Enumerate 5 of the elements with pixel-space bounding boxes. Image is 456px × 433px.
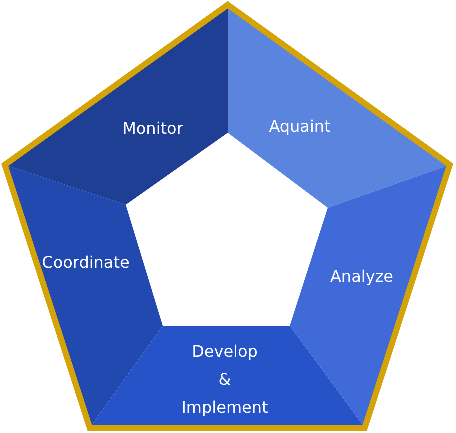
segment-label: Aquaint <box>269 116 331 138</box>
segment-label: Monitor <box>122 118 184 140</box>
segment-label: Coordinate <box>42 252 130 274</box>
segment-label: Develop & Implement <box>180 341 270 419</box>
segment-label: Analyze <box>330 266 394 288</box>
